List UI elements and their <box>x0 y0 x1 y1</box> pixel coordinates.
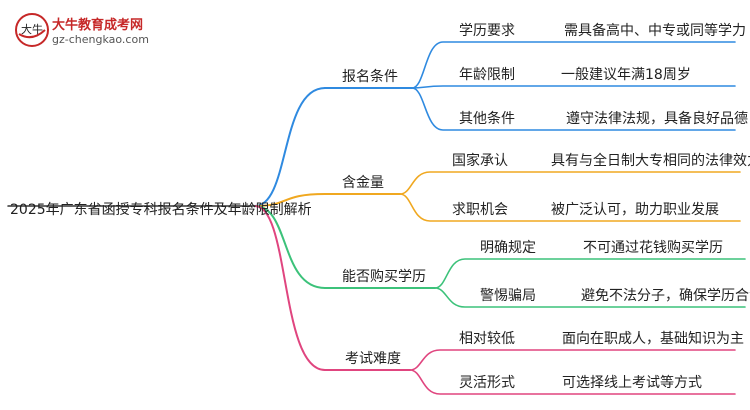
leaf-value: 可选择线上考试等方式 <box>562 375 702 391</box>
branch-label-conditions: 报名条件 <box>342 69 398 85</box>
leaf-connector <box>411 85 736 89</box>
logo-title: 大牛教育成考网 <box>52 18 144 33</box>
branch-connector <box>254 205 326 289</box>
leaf-connector <box>409 349 736 371</box>
root-topic: 2025年广东省函授专科报名条件及年龄限制解析 <box>10 202 312 218</box>
leaf-value: 被广泛认可，助力职业发展 <box>551 202 719 218</box>
leaf-connector <box>409 369 736 395</box>
leaf-key: 灵活形式 <box>459 375 515 391</box>
branch-label-purchase: 能否购买学历 <box>342 269 426 285</box>
leaf-connector <box>399 171 741 195</box>
leaf-connector <box>434 287 746 308</box>
leaf-key: 国家承认 <box>452 153 508 169</box>
leaf-value: 需具备高中、中专或同等学力 <box>564 23 746 39</box>
leaf-key: 年龄限制 <box>459 67 515 83</box>
branch-connector <box>254 87 326 207</box>
logo-emblem-text: 大牛 <box>21 22 43 36</box>
branch-connector <box>254 193 326 207</box>
leaf-connector <box>434 258 746 289</box>
leaf-key: 其他条件 <box>459 111 515 127</box>
leaf-key: 警惕骗局 <box>480 288 536 304</box>
leaf-value: 避免不法分子，确保学历合法性 <box>581 288 750 304</box>
leaf-value: 面向在职成人，基础知识为主 <box>562 331 744 347</box>
leaf-connector <box>399 193 741 222</box>
leaf-value: 遵守法律法规，具备良好品德 <box>566 111 748 127</box>
leaf-connector <box>411 41 736 89</box>
logo-url: gz-chengkao.com <box>52 33 149 46</box>
leaf-key: 学历要求 <box>459 23 515 39</box>
leaf-value: 具有与全日制大专相同的法律效力 <box>551 153 750 169</box>
branch-connector <box>254 205 326 371</box>
branch-label-value: 含金量 <box>342 175 384 191</box>
leaf-key: 明确规定 <box>480 240 536 256</box>
logo-emblem-icon: 大牛 <box>15 13 49 47</box>
leaf-connector <box>411 87 736 131</box>
leaf-key: 求职机会 <box>452 202 508 218</box>
leaf-value: 一般建议年满18周岁 <box>561 67 691 83</box>
branch-label-difficulty: 考试难度 <box>345 351 401 367</box>
leaf-key: 相对较低 <box>459 331 515 347</box>
site-logo: 大牛 大牛教育成考网 gz-chengkao.com <box>14 12 194 50</box>
leaf-value: 不可通过花钱购买学历 <box>583 240 723 256</box>
